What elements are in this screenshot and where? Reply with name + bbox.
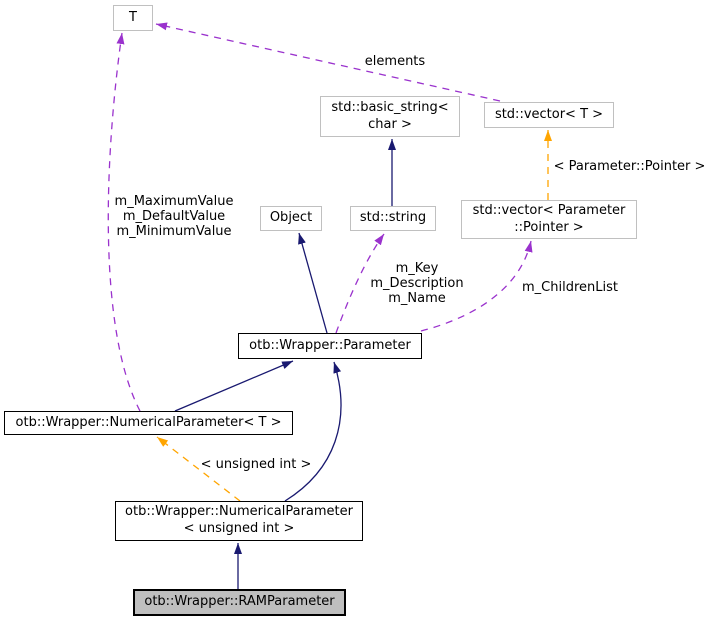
node-otb-wrapper-ramparameter: otb::Wrapper::RAMParameter <box>133 589 346 616</box>
node-std-vector-T: std::vector< T > <box>484 102 614 128</box>
edge-label-elements: elements <box>364 54 426 69</box>
edge-inheritance-numericalUint-parameter <box>284 361 342 502</box>
node-object: Object <box>260 206 322 231</box>
node-otb-wrapper-parameter[interactable]: otb::Wrapper::Parameter <box>238 333 422 359</box>
edge-usage-parameter-vectorpointer <box>420 240 533 332</box>
edge-label-parameter-pointer: < Parameter::Pointer > <box>553 159 706 174</box>
edge-label-unsigned-int: < unsigned int > <box>200 457 312 472</box>
node-std-string: std::string <box>350 206 436 231</box>
node-std-basic-string: std::basic_string< char > <box>320 96 460 137</box>
node-otb-wrapper-numericalparameter-uint[interactable]: otb::Wrapper::NumericalParameter < unsig… <box>115 501 363 541</box>
edge-label-string-members: m_Key m_Description m_Name <box>370 261 464 306</box>
node-otb-wrapper-numericalparameter-T[interactable]: otb::Wrapper::NumericalParameter< T > <box>4 411 293 435</box>
edge-label-children-list: m_ChildrenList <box>522 280 618 295</box>
node-T: T <box>113 5 153 31</box>
edge-label-numeric-members: m_MaximumValue m_DefaultValue m_MinimumV… <box>114 194 234 239</box>
edge-inheritance-parameter-object <box>298 232 328 334</box>
edge-inheritance-numericalT-parameter <box>174 360 294 412</box>
edge-usage-numericalT-T <box>107 32 141 412</box>
edge-usage-parameter-string <box>335 233 385 334</box>
edge-template-numericalUint-numericalT <box>156 436 241 502</box>
node-std-vector-parameter-pointer: std::vector< Parameter ::Pointer > <box>461 200 637 239</box>
edge-usage-vectorT-T <box>155 22 501 102</box>
